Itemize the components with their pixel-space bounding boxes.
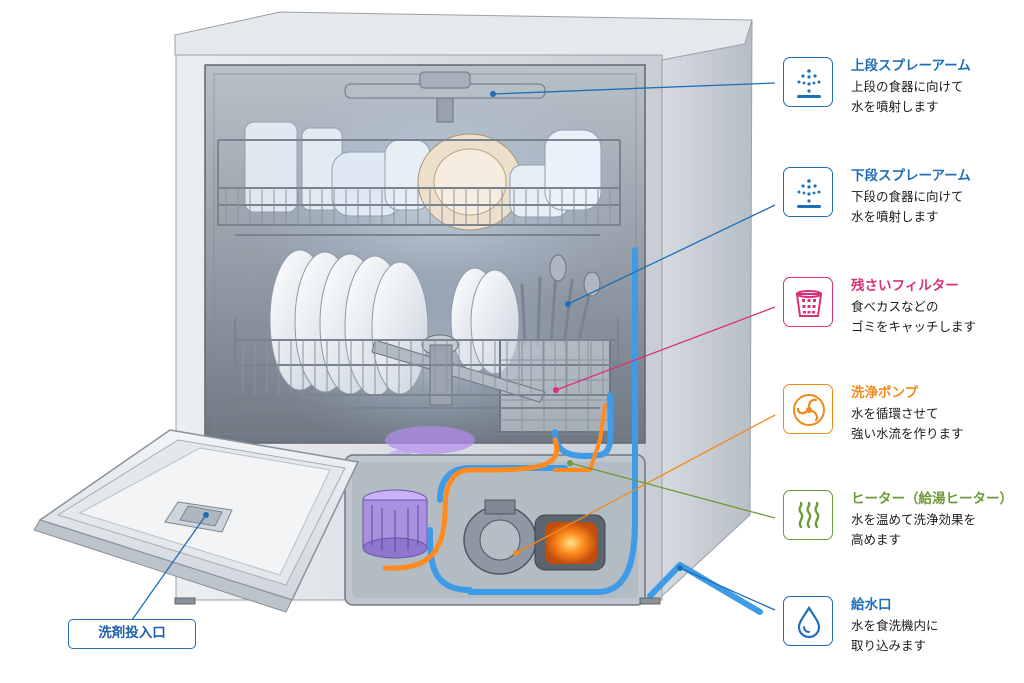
callout-filter: 残さいフィルター 食べカスなどの ゴミをキャッチします [783,277,1018,335]
callout-desc-line: 水を循環させて [851,406,939,421]
callout-title: 給水口 [851,597,892,613]
callout-desc-line: 水を噴射します [851,209,939,224]
heat-waves-icon [783,490,833,540]
callout-desc-line: 取り込みます [851,638,927,653]
pump-impeller-icon [783,384,833,434]
detergent-inlet-callout: 洗剤投入口 [68,619,196,649]
upper-rack-bars [225,188,611,225]
leader-dots [203,91,683,571]
callout-water-inlet: 給水口 水を食洗機内に 取り込みます [783,596,1018,654]
callout-desc-line: ゴミをキャッチします [851,319,977,334]
water-drop-icon [783,596,833,646]
spray-arm-icon [783,167,833,217]
callout-title: 洗浄ポンプ [851,385,919,401]
callout-desc-line: 食べカスなどの [851,299,939,314]
lower-rack-bars [242,340,604,395]
callout-title: ヒーター（給湯ヒーター） [851,491,1013,507]
callout-desc-line: 水を温めて洗浄効果を [851,512,977,527]
upper-spray-arm [344,71,546,123]
spray-arm-icon [783,57,833,107]
callout-title: 下段スプレーアーム [851,168,971,184]
heater [534,514,606,571]
callout-upper-spray-arm: 上段スプレーアーム 上段の食器に向けて 水を噴射します [783,57,1018,115]
callout-title: 上段スプレーアーム [851,58,971,74]
hot-water-pipes [382,403,607,571]
callout-desc-line: 水を食洗機内に [851,618,939,633]
callout-heater: ヒーター（給湯ヒーター） 水を温めて洗浄効果を 高めます [783,490,1018,548]
callout-title: 残さいフィルター [851,278,959,294]
callout-pump: 洗浄ポンプ 水を循環させて 強い水流を作ります [783,384,1018,442]
callout-desc-line: 強い水流を作ります [851,426,964,441]
feet [174,597,661,605]
lower-rack [234,318,619,409]
upper-rack [217,139,621,236]
filter-cylinder [362,489,428,559]
leader-lines [131,82,776,621]
callout-desc-line: 上段の食器に向けて [851,79,964,94]
filter-basket-icon [783,277,833,327]
callout-desc-line: 水を噴射します [851,99,939,114]
callout-desc-line: 下段の食器に向けて [851,189,964,204]
callout-lower-spray-arm: 下段スプレーアーム 下段の食器に向けて 水を噴射します [783,167,1018,225]
detergent-dispenser [164,501,233,533]
pump [463,499,537,575]
callout-desc-line: 高めます [851,532,902,547]
